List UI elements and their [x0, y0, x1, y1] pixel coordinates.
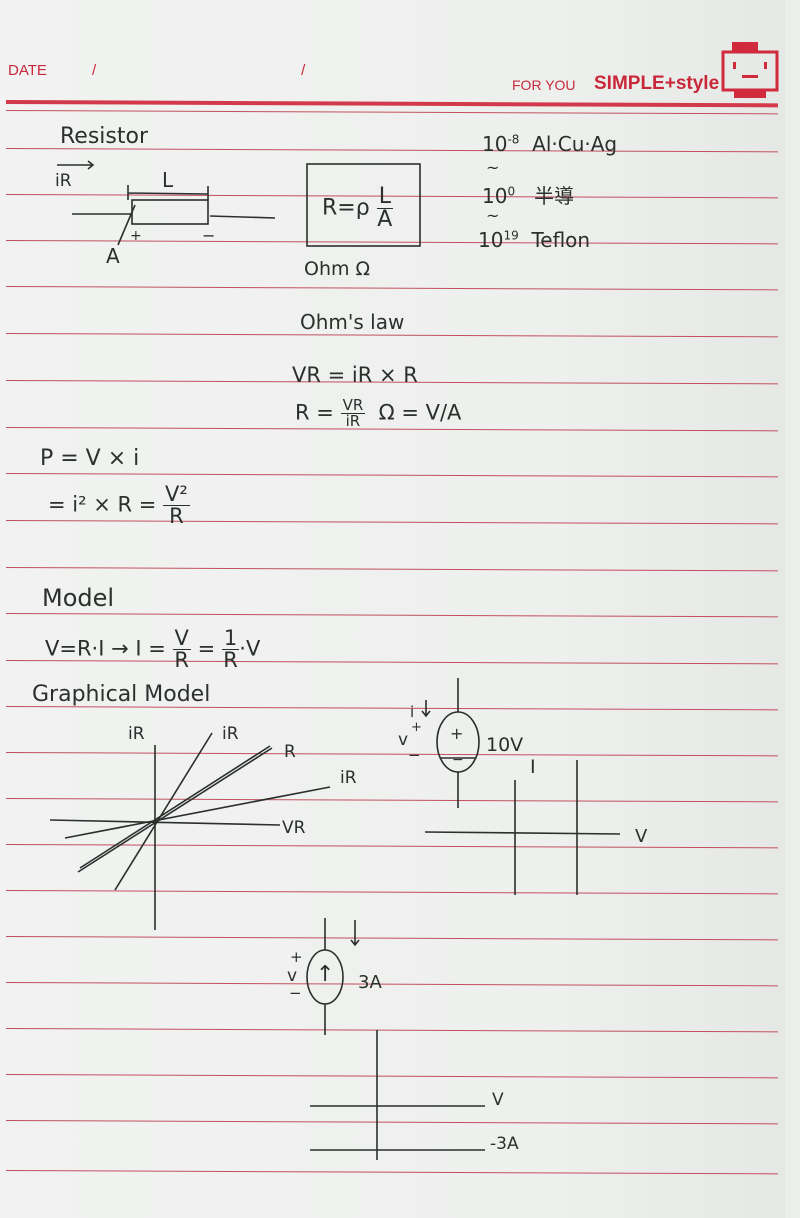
robot-mascot-icon [721, 42, 779, 98]
current-source-symbol [306, 918, 360, 1035]
ohms-law-title: Ohm's law [300, 310, 405, 334]
date-label: DATE [8, 62, 47, 79]
graph1-x-label: VR [282, 818, 306, 838]
voltage-source-symbol [421, 678, 480, 808]
vsource-value: 10V [486, 734, 524, 756]
brand: SIMPLE+style [594, 73, 720, 94]
arrow-icon [57, 160, 95, 170]
eq-lhs: = i² × R = [48, 492, 157, 517]
current-label: iR [55, 171, 72, 191]
graph-current-source [310, 1030, 485, 1160]
ohms-law-eq1: VR = iR × R [292, 363, 418, 387]
numerator: V² [163, 482, 190, 506]
isource-voltage: v [287, 966, 298, 986]
power: 19 [503, 228, 519, 243]
graph1-line-label: R [284, 742, 296, 762]
vsource-plus: + [411, 720, 422, 735]
numerator: VR [340, 396, 366, 414]
exp: 10 [482, 132, 508, 156]
formula-denominator: A [377, 207, 393, 232]
numerator: V [172, 626, 191, 650]
graphical-model-title: Graphical Model [32, 682, 211, 707]
date-value: / / [92, 62, 306, 79]
graph2-x-label: V [635, 826, 648, 847]
material: 半導 [534, 184, 575, 208]
denominator: R [174, 648, 190, 672]
vsource-sign-plus: + [450, 724, 464, 743]
denominator: R [169, 504, 184, 528]
resistivity-row: 100 半導 [482, 180, 574, 209]
graph1-y-label: iR [128, 724, 145, 744]
model-title: Model [42, 584, 115, 612]
minus-terminal: − [202, 226, 216, 245]
material: Al·Cu·Ag [532, 132, 618, 156]
power: -8 [507, 132, 520, 147]
resistor-title: Resistor [60, 124, 148, 149]
graph1-line-label: iR [222, 724, 239, 744]
plus-terminal: + [130, 228, 142, 244]
graph2-y-label: I [530, 756, 536, 778]
tagline: FOR YOU [512, 77, 576, 93]
vsource-voltage: v [398, 730, 409, 750]
isource-minus: − [289, 984, 302, 1002]
resistivity-row: 10-8 Al·Cu·Ag [482, 132, 617, 156]
isource-plus: + [290, 948, 303, 966]
isource-arrow-icon: ↑ [316, 962, 335, 987]
formula-numerator: L [376, 184, 393, 209]
resistivity-row: 1019 Teflon [478, 228, 590, 252]
eq-part: V=R·I → I = [45, 636, 166, 661]
power: 0 [507, 184, 516, 199]
eq-lhs: R = [295, 400, 334, 425]
unit-ohm: Ohm Ω [304, 258, 371, 280]
graph3-x-label: V [492, 1090, 504, 1110]
vsource-current: i [410, 703, 415, 721]
exp: 10 [478, 228, 504, 252]
graph3-level-label: -3A [490, 1134, 519, 1154]
numerator: 1 [221, 626, 240, 650]
material: Teflon [531, 228, 591, 252]
resistor-diagram [72, 185, 276, 246]
denominator: iR [345, 412, 361, 430]
length-label: L [162, 168, 174, 192]
exp: 10 [482, 184, 508, 208]
vsource-minus: − [408, 746, 421, 764]
isource-value: 3A [358, 972, 382, 993]
denominator: R [223, 648, 238, 672]
eq-part: ·V [239, 636, 261, 661]
area-label: A [106, 244, 120, 268]
unit-eq: Ω = V/A [378, 400, 462, 425]
graph-iv-resistor [49, 732, 331, 930]
vsource-sign-minus: − [452, 752, 464, 768]
formula-lhs: R=ρ [322, 195, 370, 221]
power-eq1: P = V × i [40, 446, 140, 471]
graph1-line-label: iR [340, 768, 357, 788]
tilde: ~ [486, 206, 500, 225]
formula-box [306, 163, 421, 247]
graph-voltage-source [424, 760, 621, 895]
eq-part: = [197, 636, 216, 661]
tilde: ~ [486, 158, 500, 177]
